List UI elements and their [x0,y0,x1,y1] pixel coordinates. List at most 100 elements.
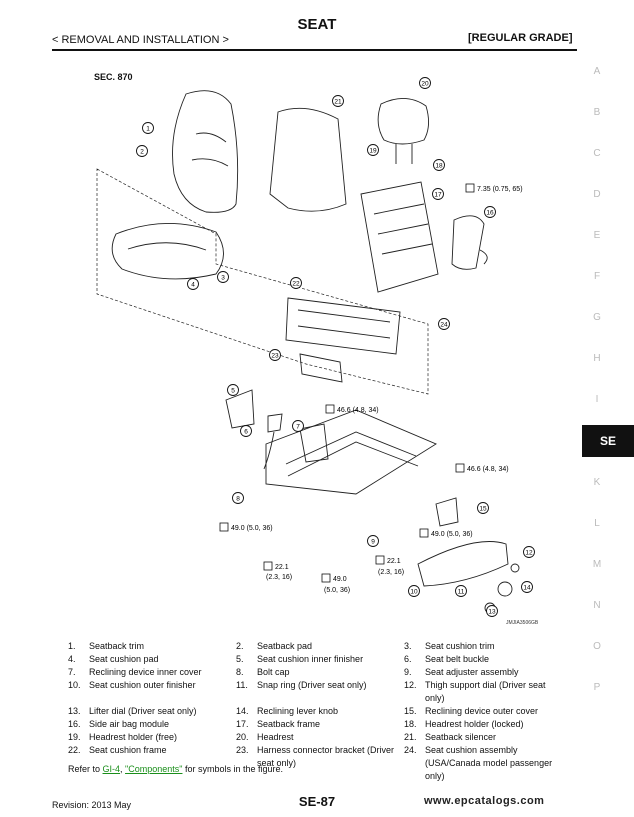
legend-item: 19.Headrest holder (free) [68,731,236,744]
torque-spec: (5.0, 36) [324,587,350,594]
section-breadcrumb: < REMOVAL AND INSTALLATION > [52,34,229,46]
side-index-n[interactable]: N [593,600,601,611]
torque-spec: (2.3, 16) [378,569,404,576]
callout-10: 10 [408,585,420,597]
legend-number: 2. [236,641,244,651]
legend-row: 13.Lifter dial (Driver seat only)14.Recl… [68,705,583,718]
legend-item: 3.Seat cushion trim [404,640,572,653]
legend-text: Seat cushion pad [89,654,159,664]
side-index-h[interactable]: H [593,353,601,364]
legend-item: 5.Seat cushion inner finisher [236,653,404,666]
side-index-g[interactable]: G [593,312,601,323]
torque-icon [263,561,273,571]
svg-text:17: 17 [434,191,442,198]
side-index-k[interactable]: K [593,477,601,488]
cushion-frame-shape [285,297,401,355]
buckle-shape [267,413,283,433]
svg-text:49.0 (5.0, 36): 49.0 (5.0, 36) [231,525,273,532]
callout-2: 2 [136,145,148,157]
side-index-o[interactable]: O [593,641,601,652]
seatback-trim-shape [172,90,239,213]
svg-text:12: 12 [525,549,533,556]
svg-text:22.1: 22.1 [387,558,401,565]
callout-12: 12 [523,546,535,558]
callout-24: 24 [438,318,450,330]
seatback-pad-shape [269,107,347,212]
side-index-d[interactable]: D [593,189,601,200]
svg-text:22: 22 [292,280,300,287]
side-index-p[interactable]: P [593,682,601,693]
legend-number: 10. [68,680,81,690]
legend-item: 8.Bolt cap [236,666,404,679]
legend-item: 9.Seat adjuster assembly [404,666,572,679]
refer-note: Refer to GI-4, "Components" for symbols … [68,764,283,774]
torque-icon [219,522,229,532]
svg-text:21: 21 [334,98,342,105]
legend-number: 22. [68,745,81,755]
callout-22: 22 [290,277,302,289]
legend-item: 24.Seat cushion assembly (USA/Canada mod… [404,744,572,783]
torque-spec: 7.35 (0.75, 65) [465,183,523,193]
revision-date: Revision: 2013 May [52,800,132,810]
legend-number: 20. [236,732,249,742]
seat-adjuster-shape [265,409,437,495]
legend-number: 6. [404,654,412,664]
legend-item: 2.Seatback pad [236,640,404,653]
active-index-tab[interactable]: SE [582,425,634,457]
legend-item: 7.Reclining device inner cover [68,666,236,679]
svg-text:(2.3, 16): (2.3, 16) [266,574,292,581]
svg-text:14: 14 [523,584,531,591]
legend-item: 21.Seatback silencer [404,731,572,744]
legend-text: Seat cushion inner finisher [257,654,364,664]
link-gi4[interactable]: GI-4 [102,764,121,774]
legend-text: Reclining lever knob [257,706,339,716]
svg-text:8: 8 [236,495,240,502]
legend-number: 18. [404,719,417,729]
page-number: SE-87 [298,794,336,809]
svg-text:4: 4 [191,281,195,288]
torque-spec: 46.6 (4.8, 34) [455,463,509,473]
legend-item: 23.Harness connector bracket (Driver sea… [236,744,404,783]
side-index-f[interactable]: F [593,271,601,282]
figure-code: JMJIA3506GB [506,620,539,626]
svg-text:11: 11 [458,588,465,595]
svg-text:(5.0, 36): (5.0, 36) [324,587,350,594]
legend-number: 13. [68,706,81,716]
legend-number: 24. [404,745,417,755]
link-components[interactable]: "Components" [125,764,183,774]
svg-text:7: 7 [296,423,300,430]
svg-text:10: 10 [410,588,418,595]
legend-number: 9. [404,667,412,677]
legend-text: Snap ring (Driver seat only) [257,680,367,690]
svg-text:46.6 (4.8, 34): 46.6 (4.8, 34) [467,466,509,473]
callout-7: 7 [292,420,304,432]
side-index-i[interactable]: I [595,394,599,405]
side-index-b[interactable]: B [593,107,601,118]
svg-text:23: 23 [271,352,279,359]
legend-item: 17.Seatback frame [236,718,404,731]
torque-icon [465,183,475,193]
side-index-l[interactable]: L [594,518,600,529]
side-index-m[interactable]: M [592,559,602,570]
torque-spec: (2.3, 16) [266,574,292,581]
airbag-module-shape [451,215,485,270]
side-index-e[interactable]: E [593,230,601,241]
legend-number: 4. [68,654,76,664]
callout-5: 5 [227,384,239,396]
page-title: SEAT [297,16,337,33]
svg-text:49.0: 49.0 [333,576,347,583]
harness-bracket-shape [299,353,343,383]
legend-text: Headrest holder (locked) [425,719,524,729]
callout-1: 1 [142,122,154,134]
callout-14: 14 [521,581,533,593]
outer-finisher-shape [417,541,509,587]
side-index-a[interactable]: A [593,66,601,77]
side-index-c[interactable]: C [593,148,601,159]
legend-number: 23. [236,745,249,755]
svg-text:24: 24 [440,321,448,328]
legend-number: 8. [236,667,244,677]
